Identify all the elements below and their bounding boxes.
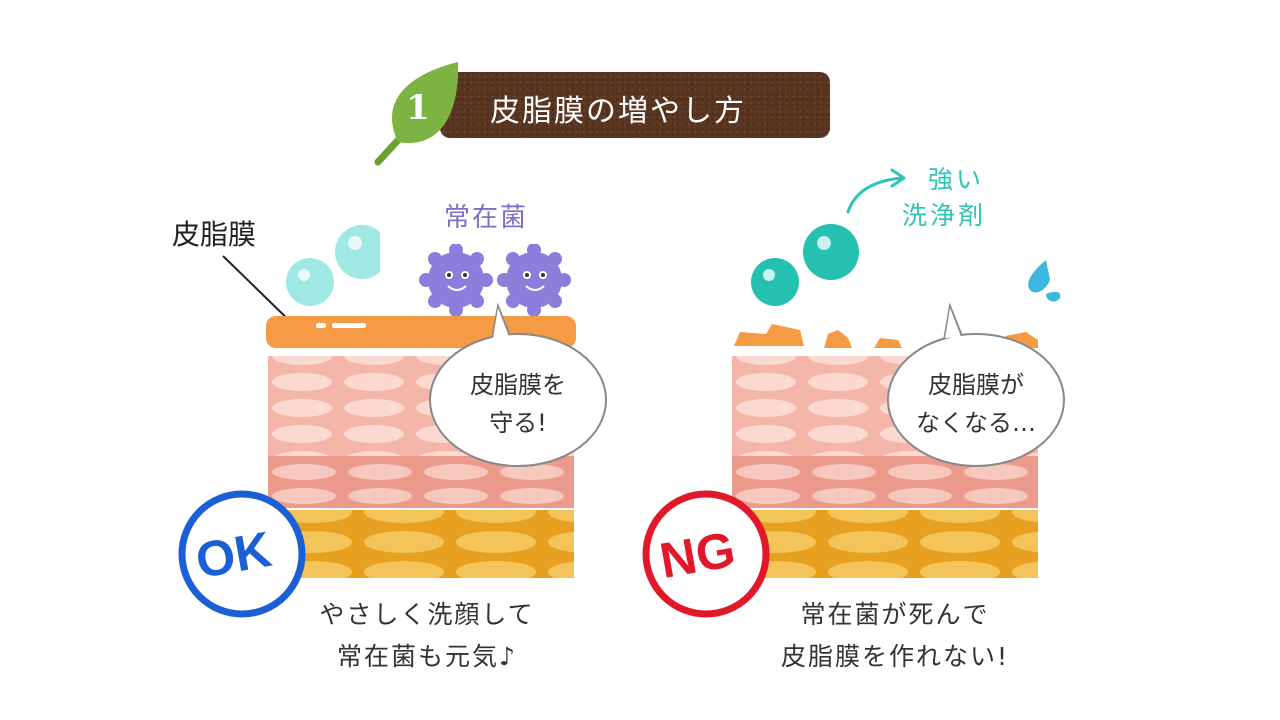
detergent-bubbles-icon [751,224,859,306]
strong-detergent-label: 強い 洗浄剤 [902,160,986,232]
bubbles-icon [286,225,380,306]
ng-caption-line-2: 皮脂膜を作れない! [780,642,1010,671]
ng-speech-bubble [887,302,1065,467]
bubble-line-1: 皮脂膜を [470,371,566,399]
ok-caption-line-1: やさしく洗顔して [319,600,535,629]
step-number: 1 [406,88,430,128]
bubble-line-2: 守る! [489,409,547,437]
arrow-icon [846,168,906,214]
title-banner [440,72,830,138]
ng-bubble-line-2: なくなる… [916,409,1036,437]
resident-bacteria-label: 常在菌 [444,203,529,233]
speech-bubble [429,302,607,467]
ok-caption-line-2: 常在菌も元気♪ [337,642,517,671]
ok-badge [178,490,306,618]
sweat-drops-icon [1028,260,1061,302]
bacteria-icon [419,244,571,317]
detergent-line-1: 強い [928,165,985,194]
ng-speech-bubble-text: 皮脂膜が なくなる… [881,366,1071,442]
page-title: 皮脂膜の増やし方 [490,94,746,129]
speech-bubble-text: 皮脂膜を 守る! [423,366,613,442]
ng-caption-line-1: 常在菌が死んで [800,600,990,629]
ng-caption: 常在菌が死んで 皮脂膜を作れない! [750,594,1040,678]
detergent-line-2: 洗浄剤 [902,201,987,230]
sebum-membrane-label: 皮脂膜 [172,218,257,251]
leaf-icon [374,62,459,166]
ok-caption: やさしく洗顔して 常在菌も元気♪ [312,594,542,678]
ng-bubble-line-1: 皮脂膜が [928,371,1024,399]
ng-badge [642,490,770,618]
